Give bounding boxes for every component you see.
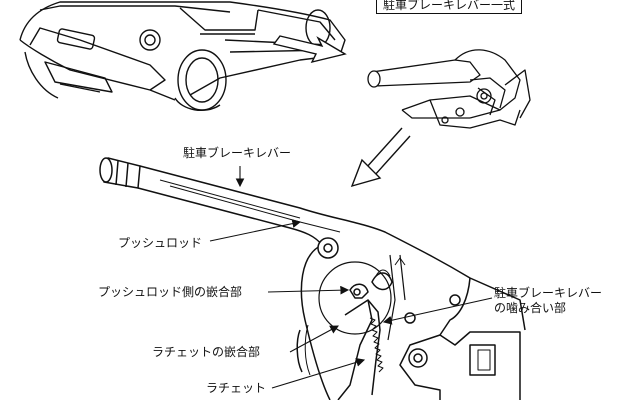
car-to-assembly-arrow bbox=[272, 35, 347, 64]
ratchet-label: ラチェット bbox=[206, 381, 267, 395]
push-rod-label: プッシュロッド bbox=[118, 236, 203, 250]
push-rod-leader bbox=[209, 219, 302, 242]
leader-lines bbox=[209, 166, 493, 389]
assembly-label: 駐車ブレーキレバー一式 bbox=[376, 0, 523, 14]
car-illustration bbox=[19, 1, 346, 112]
ratchet-fitting-label: ラチェットの嵌合部 bbox=[152, 345, 261, 359]
lever-title-label: 駐車ブレーキレバー bbox=[183, 146, 292, 160]
ratchet-leader bbox=[271, 358, 366, 389]
ratchet-fitting-leader bbox=[289, 325, 339, 353]
engagement-label-line2: の噛み合い部 bbox=[494, 301, 567, 315]
lever-detail bbox=[99, 157, 526, 400]
engagement-leader bbox=[382, 297, 493, 325]
push-rod-fitting-leader bbox=[267, 285, 350, 295]
assembly-illustration bbox=[367, 49, 531, 129]
push-rod-fitting-label: プッシュロッド側の嵌合部 bbox=[98, 285, 243, 299]
assembly-to-lever-arrow bbox=[350, 127, 411, 188]
engagement-label-line1: 駐車ブレーキレバー bbox=[494, 286, 603, 300]
